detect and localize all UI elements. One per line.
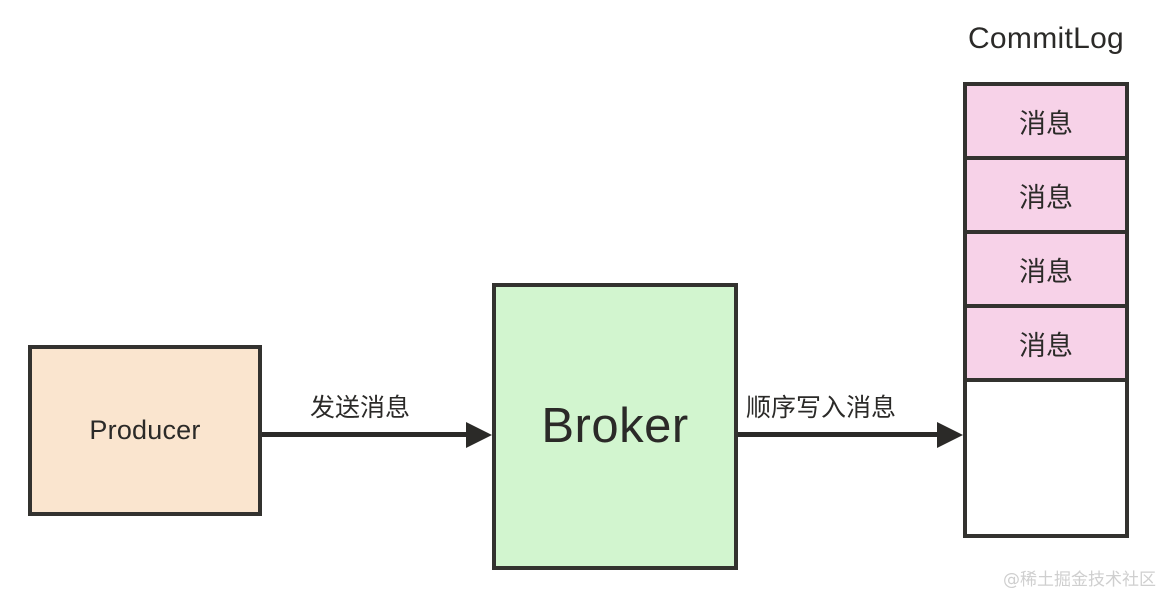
arrow-head-icon (466, 422, 492, 448)
arrow-line (738, 432, 937, 437)
commitlog-cell-empty (963, 378, 1129, 538)
commitlog-stack: 消息 消息 消息 消息 (963, 82, 1129, 538)
commitlog-cell: 消息 (963, 304, 1129, 382)
arrow-label-sequential-write-message: 顺序写入消息 (746, 393, 897, 422)
arrow-head-icon (937, 422, 963, 448)
node-broker: Broker (492, 283, 738, 570)
node-broker-label: Broker (541, 399, 689, 453)
commitlog-cell: 消息 (963, 230, 1129, 308)
watermark: @稀土掘金技术社区 (1003, 570, 1156, 590)
arrow-label-send-message: 发送消息 (310, 393, 411, 422)
commitlog-cell: 消息 (963, 156, 1129, 234)
arrow-line (262, 432, 466, 437)
commitlog-cell: 消息 (963, 82, 1129, 160)
node-producer-label: Producer (89, 415, 201, 445)
commitlog-title: CommitLog (967, 22, 1125, 55)
node-producer: Producer (28, 345, 262, 516)
